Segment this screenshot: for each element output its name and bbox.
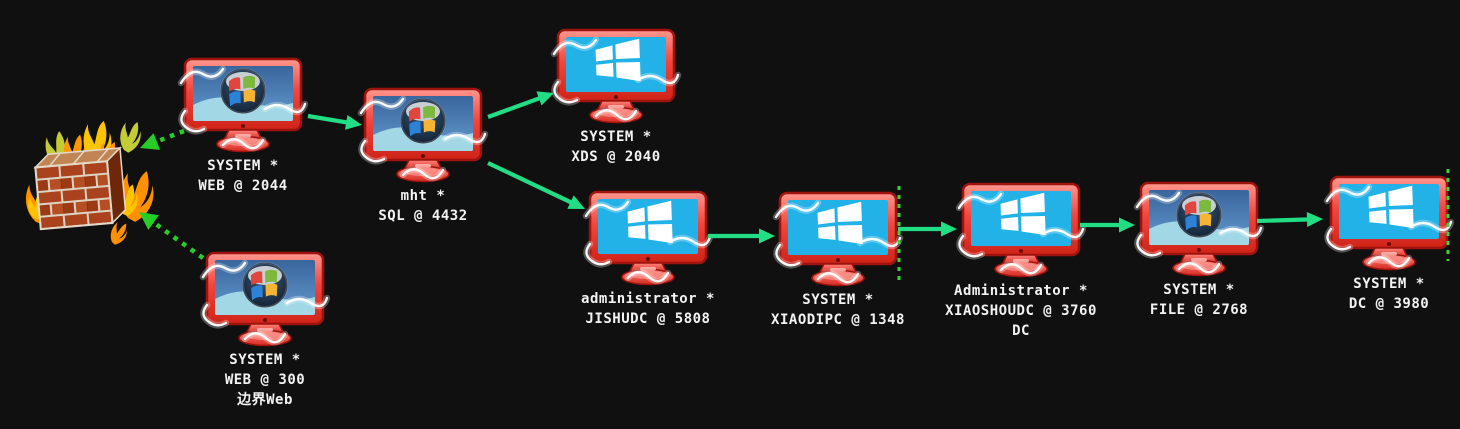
brick-wall (33, 146, 127, 231)
monitor-frame (778, 191, 898, 266)
host-labels: SYSTEM * WEB @ 2044 (198, 156, 287, 196)
windows-8-flag-icon (1368, 185, 1414, 229)
vista-wallpaper-screen (1149, 192, 1249, 245)
windows-8-flag-icon (1000, 192, 1046, 236)
computer-monitor-icon (363, 87, 483, 183)
host-label: 边界Web (237, 392, 293, 408)
host-node-xiaodipc[interactable]: SYSTEM * XIAODIPC @ 1348 (728, 191, 948, 330)
windows-vista-flag-icon (228, 75, 256, 107)
host-labels: SYSTEM * DC @ 3980 (1349, 274, 1429, 314)
host-label: JISHUDC @ 5808 (585, 311, 711, 327)
host-labels: SYSTEM * FILE @ 2768 (1150, 280, 1248, 320)
host-label: DC (1012, 323, 1030, 339)
host-labels: SYSTEM * WEB @ 300 边界Web (225, 350, 305, 410)
host-label: WEB @ 2044 (198, 178, 288, 194)
windows-vista-flag-icon (1184, 199, 1212, 231)
host-label: SYSTEM * (1353, 276, 1425, 292)
host-node-dc[interactable]: SYSTEM * DC @ 3980 (1279, 175, 1460, 314)
windows-8-flag-icon (817, 201, 863, 245)
computer-monitor-icon (778, 191, 898, 287)
computer-monitor-icon (183, 57, 303, 153)
host-label: mht * (400, 188, 446, 204)
computer-monitor-icon (961, 182, 1081, 278)
host-node-xds[interactable]: SYSTEM * XDS @ 2040 (506, 28, 726, 167)
host-label: XDS @ 2040 (571, 149, 661, 165)
host-label: SYSTEM * (802, 292, 874, 308)
windows-vista-flag-icon (408, 105, 436, 137)
monitor-frame (1329, 175, 1449, 250)
host-node-jishudc[interactable]: administrator * JISHUDC @ 5808 (538, 190, 758, 329)
host-label: SQL @ 4432 (378, 208, 468, 224)
host-labels: mht * SQL @ 4432 (378, 186, 467, 226)
host-label: SYSTEM * (207, 158, 279, 174)
monitor-frame (588, 190, 708, 265)
host-labels: SYSTEM * XDS @ 2040 (571, 127, 660, 167)
host-label: XIAODIPC @ 1348 (771, 312, 905, 328)
host-label: FILE @ 2768 (1149, 302, 1249, 318)
computer-monitor-icon (556, 28, 676, 124)
host-node-sql[interactable]: mht * SQL @ 4432 (313, 87, 533, 226)
vista-wallpaper-screen (193, 68, 293, 121)
host-label: WEB @ 300 (224, 372, 306, 388)
vista-wallpaper-screen (215, 262, 315, 315)
computer-monitor-icon (588, 190, 708, 286)
host-label: SYSTEM * (580, 129, 652, 145)
computer-monitor-icon (1329, 175, 1449, 271)
host-label: DC @ 3980 (1348, 296, 1430, 312)
host-labels: SYSTEM * XIAODIPC @ 1348 (771, 290, 905, 330)
host-label: XIAOSHOUDC @ 3760 (945, 303, 1097, 319)
monitor-frame (556, 28, 676, 103)
host-label: administrator * (581, 291, 715, 307)
windows-vista-flag-icon (250, 269, 278, 301)
host-node-file[interactable]: SYSTEM * FILE @ 2768 (1089, 181, 1309, 320)
host-node-web2044[interactable]: SYSTEM * WEB @ 2044 (133, 57, 353, 196)
computer-monitor-icon (205, 251, 325, 347)
host-label: Administrator * (954, 283, 1088, 299)
host-node-web300[interactable]: SYSTEM * WEB @ 300 边界Web (155, 251, 375, 410)
host-label: SYSTEM * (229, 352, 301, 368)
windows-8-flag-icon (627, 200, 673, 244)
firewall-icon[interactable] (18, 118, 158, 256)
computer-monitor-icon (1139, 181, 1259, 277)
host-label: SYSTEM * (1163, 282, 1235, 298)
vista-wallpaper-screen (373, 98, 473, 151)
host-labels: administrator * JISHUDC @ 5808 (581, 289, 715, 329)
windows-8-flag-icon (595, 38, 641, 82)
monitor-frame (961, 182, 1081, 257)
